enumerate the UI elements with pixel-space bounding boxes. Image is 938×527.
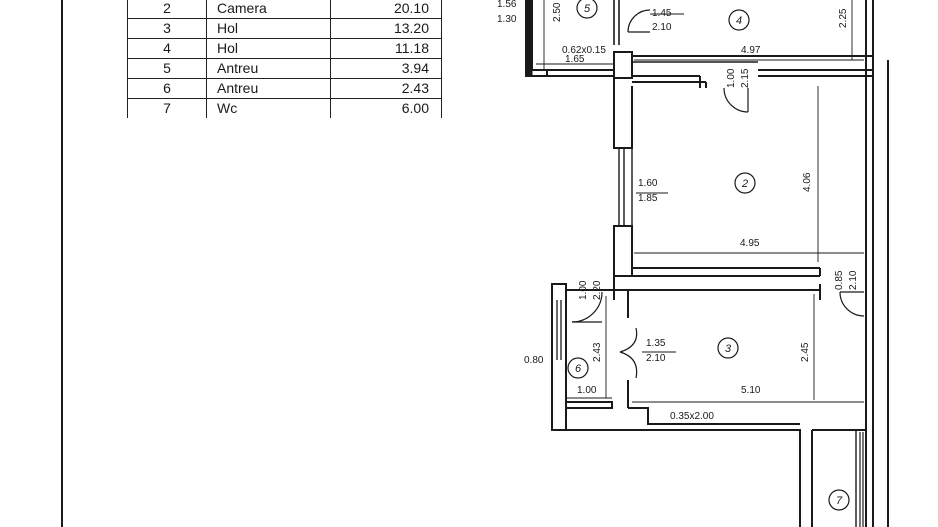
dim-label-156: 1.56 [497,0,517,10]
dim-label-160: 1.60 [638,178,658,189]
dim-label-085: 0.85 [834,270,845,290]
dim-label-080: 0.80 [524,355,544,366]
room-marker-6: 6 [575,363,582,375]
room-marker-2-circle [734,172,756,194]
wall-2-left-lower [613,225,633,277]
room-area-cell: 2.43 [330,78,442,99]
dim-label-185: 1.85 [638,193,658,204]
wall-3-bottom-inner [628,407,800,425]
room-marker-6-circle [567,357,589,379]
wall-6-left [551,283,567,431]
wall-3-top [613,276,821,291]
dim-label-145: 1.45 [652,8,672,19]
dim-label-100-bottom: 1.00 [577,385,597,396]
dim-label-497: 4.97 [741,45,761,56]
wall-2-left-upper [613,78,633,149]
door-swing-2 [723,87,749,113]
partition-5-4 [613,0,620,45]
room-marker-3: 3 [725,343,732,355]
dim-label-135: 1.35 [646,338,666,349]
dim-label-495: 4.95 [740,238,760,249]
dim-label-406: 4.06 [802,172,813,192]
dim-label-225: 2.25 [838,8,849,28]
door-swing-3-6 [619,327,638,353]
dim-label-210-mid: 2.10 [646,353,666,364]
room-area-cell: 6.00 [330,98,442,118]
wall-6-bottom [566,401,613,409]
dim-label-130: 1.30 [497,14,517,25]
dim-label-100-left: 1.00 [578,280,589,300]
room-name-cell: Antreu [206,78,331,99]
room-marker-5: 5 [584,3,591,15]
room-marker-7: 7 [836,495,843,507]
wall-pier [613,51,633,79]
wall-3-bottom-outer [552,429,813,527]
dim-label-062: 0.62x0.15 [562,45,606,56]
room-marker-4-circle [728,9,750,31]
room-area-cell: 20.10 [330,0,442,19]
room-number-cell: 6 [127,78,207,99]
room-name-cell: Camera [206,0,331,19]
room-marker-3-circle [717,337,739,359]
dim-label-250: 2.50 [552,2,563,22]
dim-label-165: 1.65 [565,54,585,65]
room-marker-4: 4 [736,15,742,27]
dim-label-215: 2.15 [740,68,751,88]
door-swing-3-6b [619,351,638,379]
dim-label-035: 0.35x2.00 [670,411,714,422]
door-swing-5-4 [627,9,651,33]
room-marker-5-circle [576,0,598,19]
wall-top-left-fill [525,0,533,77]
dim-label-510: 5.10 [741,385,761,396]
dim-label-210-top: 2.10 [652,22,672,33]
room-marker-2: 2 [741,178,748,190]
dim-label-220: 2.20 [592,280,603,300]
dim-label-243: 2.43 [592,342,603,362]
dim-label-245: 2.45 [800,342,811,362]
dim-label-210-right: 2.10 [848,270,859,290]
dim-label-100-top: 1.00 [726,68,737,88]
room-marker-7-circle [828,489,850,511]
room-name-cell: Wc [206,98,331,118]
door-swing-3-right [839,291,865,317]
